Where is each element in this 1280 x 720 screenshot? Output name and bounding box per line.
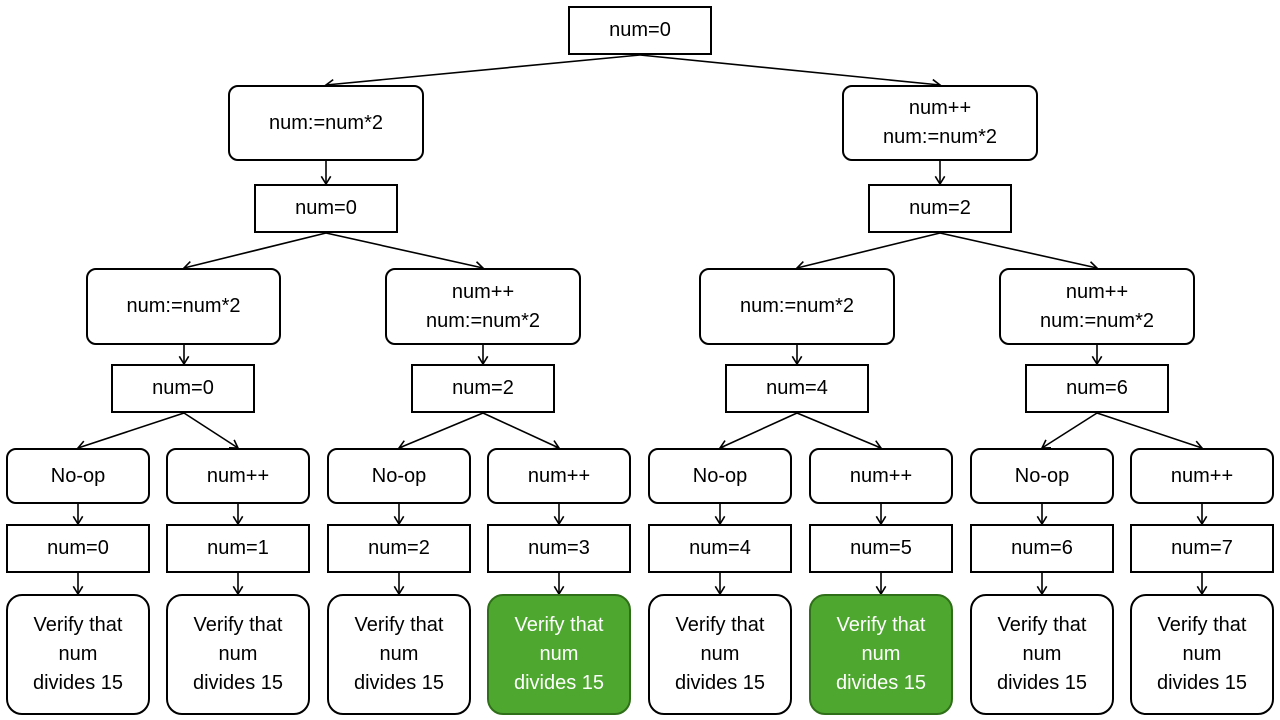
l3-op-label-8: num++	[1170, 464, 1234, 487]
l2-op-box-3: num:=num*2	[699, 268, 895, 345]
l3-op-label-6: num++	[849, 464, 913, 487]
l3-op-box-7: No-op	[970, 448, 1114, 504]
l3-op-box-5: No-op	[648, 448, 792, 504]
verify-box-4: Verify that num divides 15	[487, 594, 631, 715]
l3-op-label-4: num++	[527, 464, 591, 487]
l1-state-box-left: num=0	[254, 184, 398, 233]
l3-state-label-6: num=5	[850, 537, 912, 559]
l3-state-box-3: num=2	[327, 524, 471, 573]
l3-state-label-7: num=6	[1011, 537, 1073, 559]
verify-label-7: Verify that num divides 15	[996, 614, 1088, 694]
edge-l2s-1-b	[183, 412, 239, 449]
l2-op-box-1: num:=num*2	[86, 268, 281, 345]
l3-op-box-2: num++	[166, 448, 310, 504]
l1-state-label-left: num=0	[295, 197, 357, 219]
l3-op-box-6: num++	[809, 448, 953, 504]
verify-box-3: Verify that num divides 15	[327, 594, 471, 715]
l3-op-label-1: No-op	[50, 464, 106, 487]
l3-op-box-1: No-op	[6, 448, 150, 504]
edge-root-right	[639, 54, 941, 86]
l3-state-box-5: num=4	[648, 524, 792, 573]
edge-l2s-1-a	[77, 412, 185, 449]
l2-op-box-2: num++ num:=num*2	[385, 268, 581, 345]
l3-state-box-1: num=0	[6, 524, 150, 573]
l1-op-label-left: num:=num*2	[269, 111, 383, 134]
l2-state-box-4: num=6	[1025, 364, 1169, 413]
edge-l1s-left-a	[183, 232, 327, 269]
l2-state-box-2: num=2	[411, 364, 555, 413]
edge-l2s-3-b	[796, 412, 882, 449]
edge-l2s-3-a	[719, 412, 798, 449]
l3-state-box-8: num=7	[1130, 524, 1274, 573]
l2-op-label-3: num:=num*2	[740, 295, 854, 317]
verify-label-6: Verify that num divides 15	[835, 614, 927, 694]
verify-box-2: Verify that num divides 15	[166, 594, 310, 715]
edge-l1s-left-b	[325, 232, 484, 269]
verify-label-3: Verify that num divides 15	[353, 614, 445, 694]
l2-state-label-2: num=2	[452, 377, 514, 399]
l2-op-label-1: num:=num*2	[126, 295, 241, 317]
l2-state-label-4: num=6	[1066, 377, 1128, 399]
verify-label-1: Verify that num divides 15	[32, 614, 124, 694]
verify-box-8: Verify that num divides 15	[1130, 594, 1274, 715]
verify-label-5: Verify that num divides 15	[674, 614, 766, 694]
l3-state-box-4: num=3	[487, 524, 631, 573]
edge-l2s-2-a	[398, 412, 484, 449]
verify-label-2: Verify that num divides 15	[192, 614, 284, 694]
l1-op-label-right: num++ num:=num*2	[883, 97, 997, 148]
l3-op-box-3: No-op	[327, 448, 471, 504]
verify-box-6: Verify that num divides 15	[809, 594, 953, 715]
root-state-label: num=0	[609, 19, 671, 41]
l2-state-box-1: num=0	[111, 364, 255, 413]
edge-root-left	[325, 54, 641, 86]
l3-state-label-2: num=1	[207, 537, 269, 559]
l3-op-label-5: No-op	[692, 464, 748, 487]
l1-op-box-left: num:=num*2	[228, 85, 424, 161]
l3-state-label-4: num=3	[528, 537, 590, 559]
verify-box-5: Verify that num divides 15	[648, 594, 792, 715]
l3-state-label-5: num=4	[689, 537, 751, 559]
l3-op-label-7: No-op	[1014, 464, 1070, 487]
edge-l1s-right-a	[796, 232, 941, 269]
l3-op-box-4: num++	[487, 448, 631, 504]
l1-state-box-right: num=2	[868, 184, 1012, 233]
verify-box-1: Verify that num divides 15	[6, 594, 150, 715]
l3-state-label-3: num=2	[368, 537, 430, 559]
l3-op-box-8: num++	[1130, 448, 1274, 504]
l3-state-box-7: num=6	[970, 524, 1114, 573]
l3-state-label-1: num=0	[47, 537, 109, 559]
l2-state-box-3: num=4	[725, 364, 869, 413]
edge-l2s-2-b	[482, 412, 560, 449]
l3-op-label-2: num++	[206, 464, 270, 487]
root-state-box: num=0	[568, 6, 712, 55]
verify-label-4: Verify that num divides 15	[513, 614, 605, 694]
l1-op-box-right: num++ num:=num*2	[842, 85, 1038, 161]
l3-state-box-2: num=1	[166, 524, 310, 573]
edge-l2s-4-b	[1096, 412, 1203, 449]
l3-state-label-8: num=7	[1171, 537, 1233, 559]
l3-op-label-3: No-op	[371, 464, 427, 487]
l2-state-label-3: num=4	[766, 377, 828, 399]
l2-state-label-1: num=0	[152, 377, 214, 399]
l2-op-box-4: num++ num:=num*2	[999, 268, 1195, 345]
l1-state-label-right: num=2	[909, 197, 971, 219]
l3-state-box-6: num=5	[809, 524, 953, 573]
verify-label-8: Verify that num divides 15	[1156, 614, 1248, 694]
l2-op-label-2: num++ num:=num*2	[426, 280, 540, 332]
edge-l1s-right-b	[939, 232, 1098, 269]
l2-op-label-4: num++ num:=num*2	[1040, 280, 1154, 332]
edge-l2s-4-a	[1041, 412, 1098, 449]
verify-box-7: Verify that num divides 15	[970, 594, 1114, 715]
